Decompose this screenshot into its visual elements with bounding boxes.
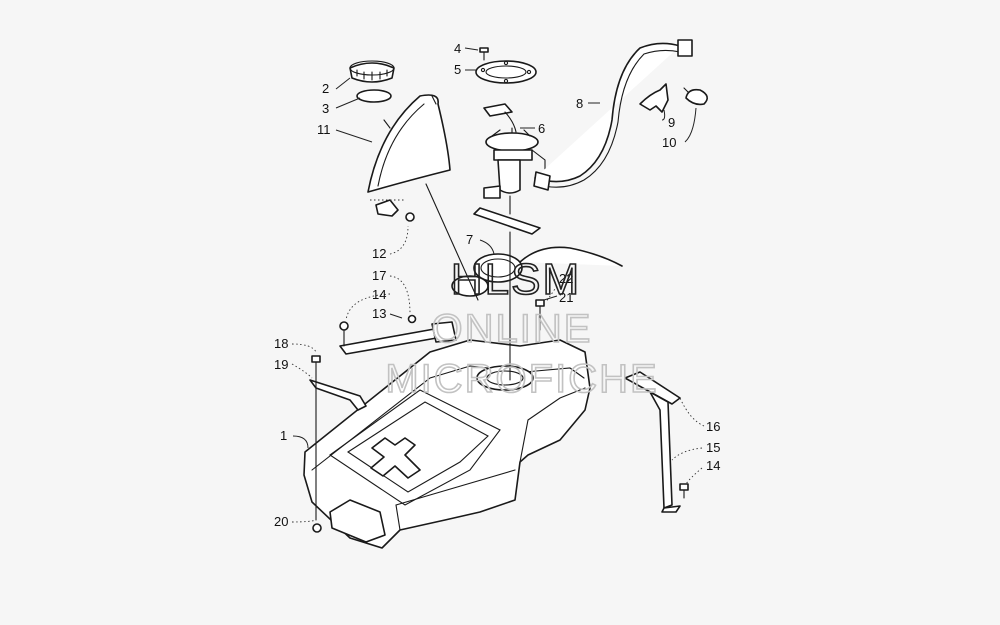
callout-16: 16 [706,419,720,434]
tank-strap-front [309,355,367,521]
tank-filler-neck [476,365,534,391]
cap-gasket [356,89,392,103]
fuel-cap [349,60,395,83]
callout-1: 1 [280,428,287,443]
callout-11: 11 [317,122,331,137]
callout-labels: 1 2 3 4 5 6 7 8 9 10 11 12 13 14 15 16 1… [274,41,720,529]
fitting [535,299,545,331]
fuel-tank [303,339,591,549]
clip [370,199,415,222]
watermark-line-2: ONLINE [432,307,593,351]
callout-20: 20 [274,514,288,529]
vent-hose [519,246,623,267]
leader-lines [291,47,705,523]
callout-4: 4 [454,41,461,56]
callout-5: 5 [454,62,461,77]
assembly-guideline-2 [425,183,479,301]
callout-8: 8 [576,96,583,111]
watermark-line-3: MICROFICHE [385,357,658,401]
callout-17: 17 [372,268,386,283]
screw [479,47,489,61]
fuel-pump [473,103,546,235]
callout-3: 3 [322,101,329,116]
callout-7: 7 [466,232,473,247]
watermark-line-1: HLSM [451,255,581,304]
callout-14: 14 [372,287,386,302]
callout-19: 19 [274,357,288,372]
callout-22: 22 [559,271,573,286]
bracket [639,83,669,113]
pump-gasket [475,60,537,84]
tank-strap-side [624,371,689,513]
watermark: HLSM ONLINE MICROFICHE [385,254,658,402]
heat-shield [367,94,451,193]
hose-clamp [683,87,708,106]
callout-14-side: 14 [706,458,720,473]
tank-strap-rear [339,314,457,355]
callout-2: 2 [322,81,329,96]
grommet [312,523,322,533]
callout-13: 13 [372,306,386,321]
callout-6: 6 [538,121,545,136]
fuel-line-hose [533,39,693,191]
callout-18: 18 [274,336,288,351]
callout-21: 21 [559,290,573,305]
callout-15: 15 [706,440,720,455]
callout-9: 9 [668,115,675,130]
callout-12: 12 [372,246,386,261]
callout-10: 10 [662,135,676,150]
